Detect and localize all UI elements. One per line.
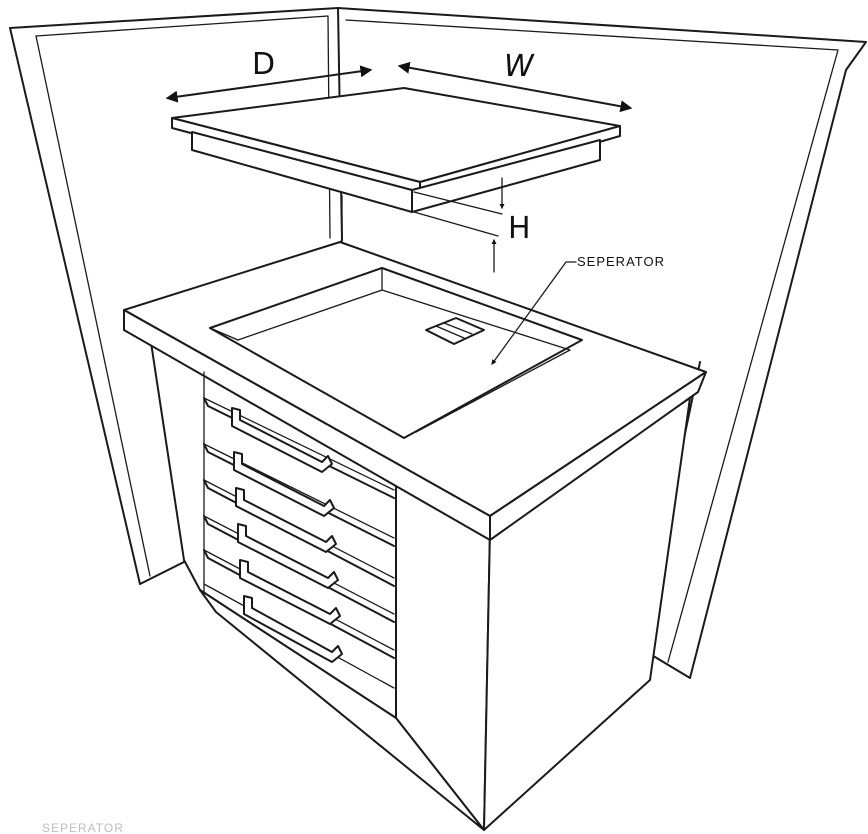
drawer-handle <box>231 407 333 473</box>
drawer-handle <box>235 487 337 553</box>
cooktop <box>171 87 621 213</box>
island-cabinet <box>149 335 691 831</box>
dimension-d-arrow <box>165 65 373 103</box>
dimension-d-label: D <box>252 47 275 82</box>
drawer-handle <box>239 559 341 625</box>
dimension-w-label: W <box>504 49 535 84</box>
separator-label: SEPERATOR <box>577 254 665 269</box>
dimension-h-marker <box>413 177 505 273</box>
ghost-text: SEPERATOR <box>42 821 124 834</box>
drawer-handle <box>233 451 335 517</box>
dimension-h-label: H <box>508 211 531 246</box>
separator-leader <box>491 261 577 365</box>
countertop-cutout <box>209 267 583 439</box>
drawer-handle <box>243 595 343 663</box>
separator-box <box>425 317 485 345</box>
dimension-w-arrow <box>397 61 633 113</box>
drawer-handle <box>237 523 339 589</box>
